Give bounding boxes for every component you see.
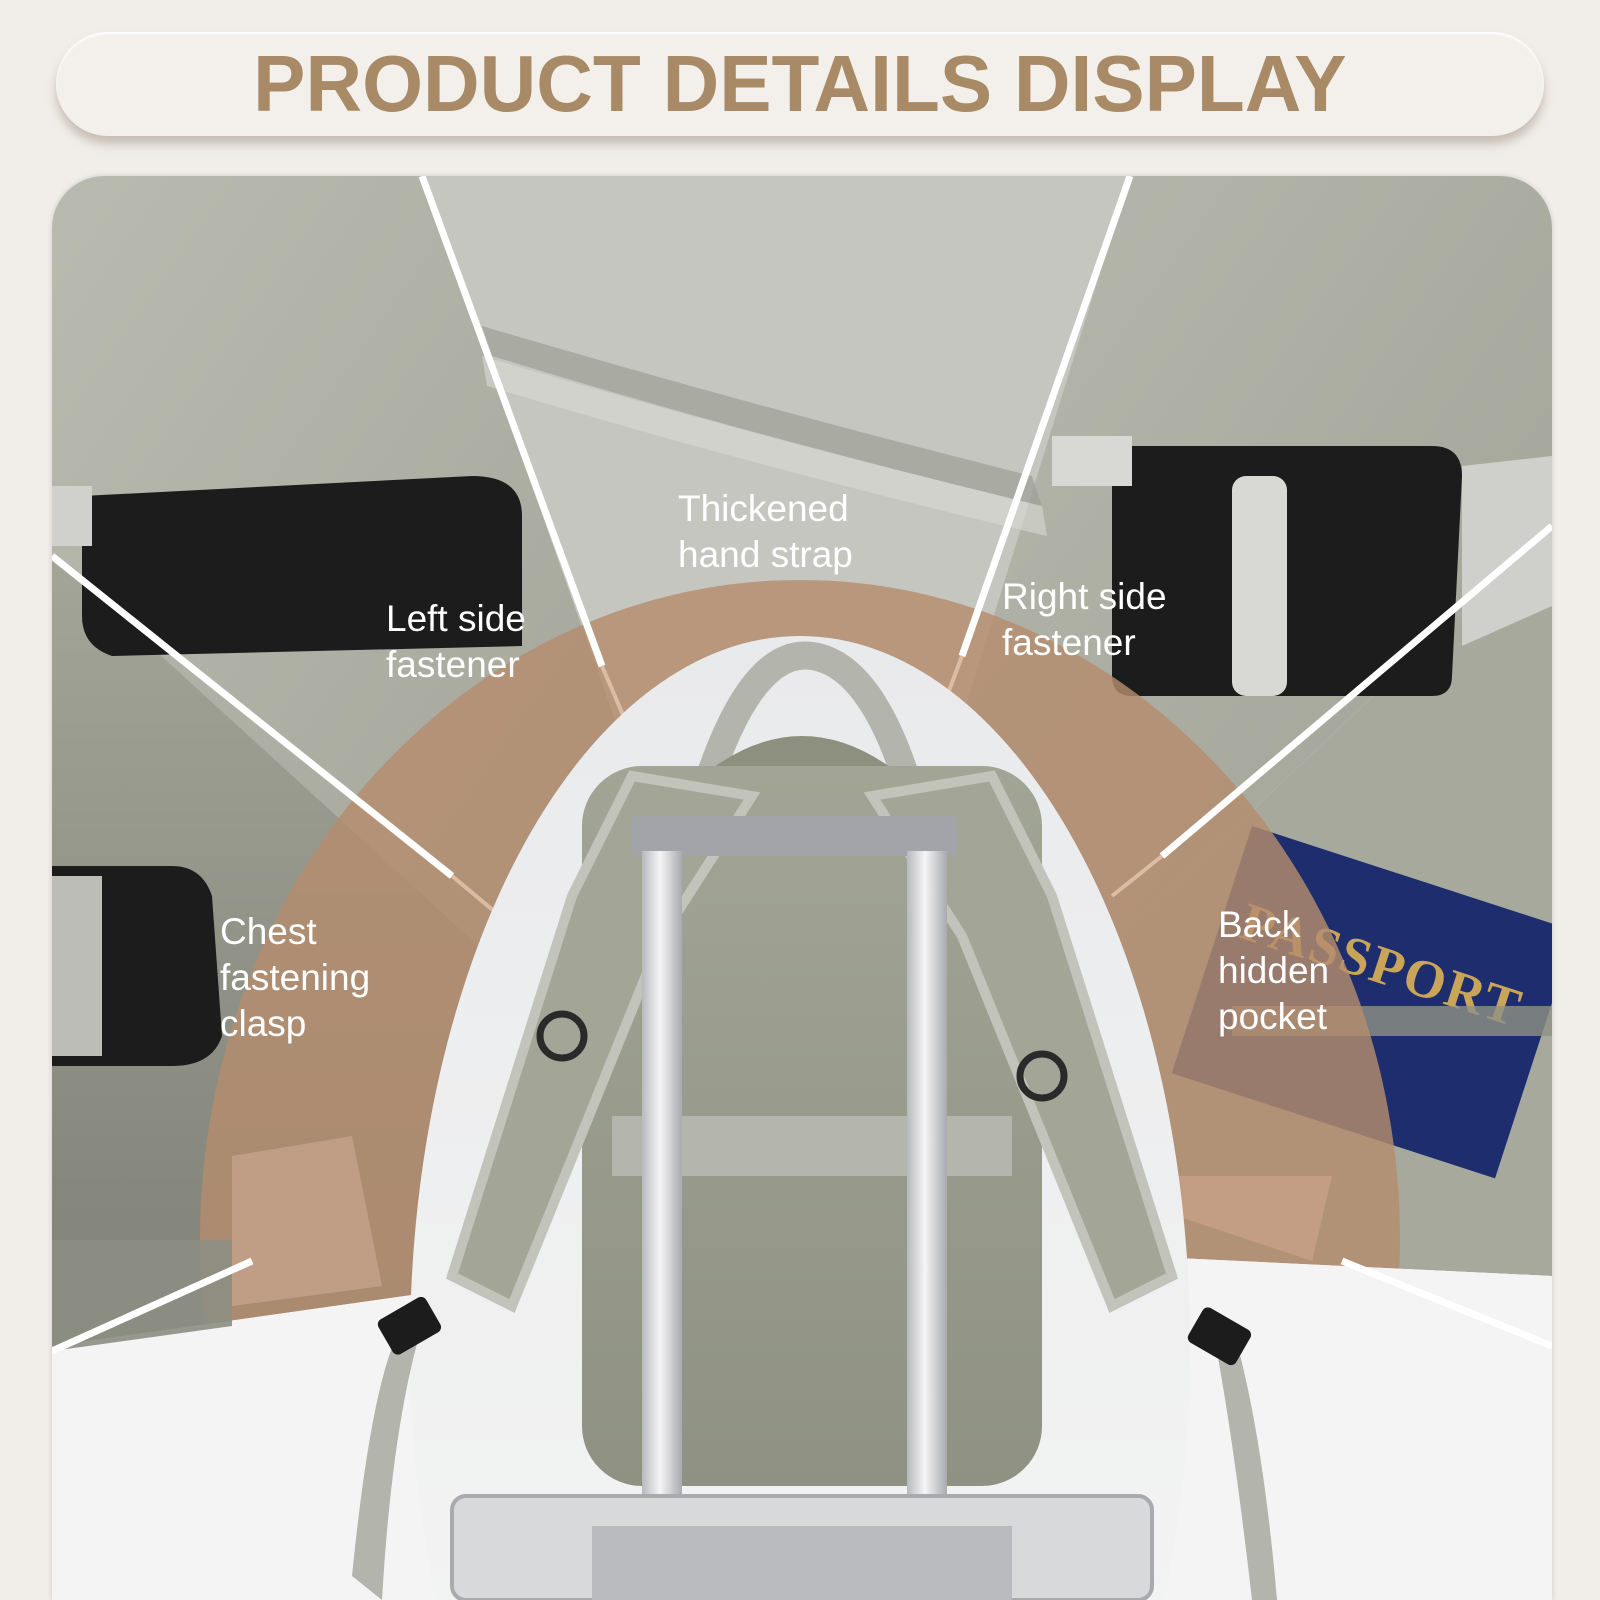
collage-graphic: PASSPORT bbox=[52, 176, 1552, 1600]
left-buckle bbox=[82, 476, 522, 656]
backpack-on-trolley bbox=[352, 641, 1277, 1600]
feature-label-thickened-hand-strap: Thickened hand strap bbox=[678, 488, 853, 575]
product-detail-collage: PASSPORT bbox=[52, 176, 1552, 1600]
wedge-dividers bbox=[52, 176, 1552, 1355]
feature-label-chest-fastening-clasp: Chest fastening clasp bbox=[220, 911, 371, 1044]
trolley-handle bbox=[632, 816, 957, 856]
feature-label-back-hidden-pocket: Back hidden pocket bbox=[1218, 904, 1330, 1037]
title-banner: PRODUCT DETAILS DISPLAY bbox=[56, 32, 1544, 136]
feature-label-right-side-fastener: Right side fastener bbox=[1002, 576, 1167, 663]
page-title: PRODUCT DETAILS DISPLAY bbox=[253, 39, 1347, 128]
feature-label-left-side-fastener: Left side fastener bbox=[386, 598, 526, 685]
